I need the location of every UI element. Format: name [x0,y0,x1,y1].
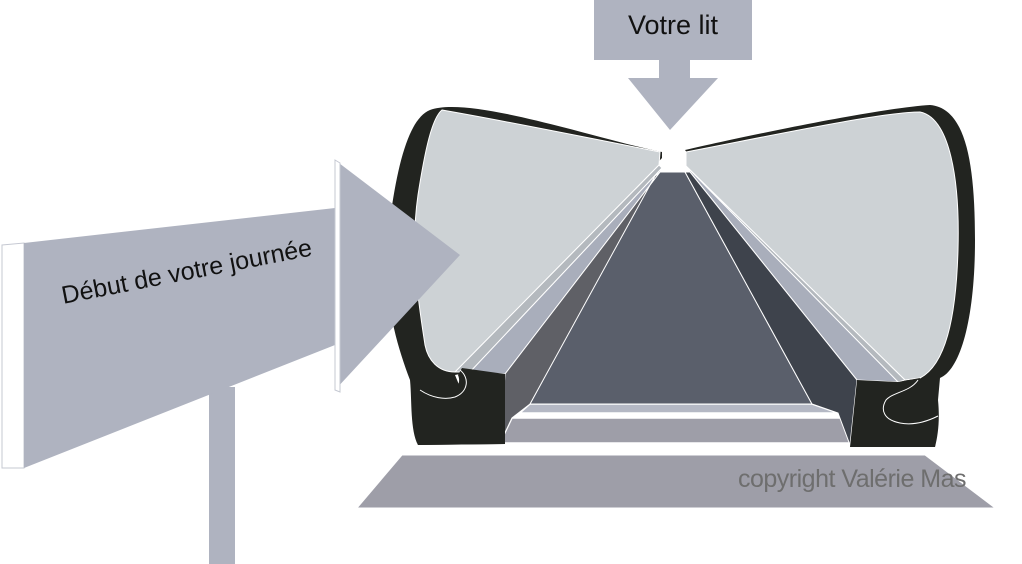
top-arrow-head [628,60,718,130]
left-arrow-side [1,242,25,469]
floor-step-lower [498,417,864,444]
top-arrow-label: Votre lit [627,10,719,40]
copyright-text: copyright Valérie Mas [738,465,967,493]
sign-post [209,387,235,564]
top-arrow-box [594,0,752,60]
right-balustrade-panel [685,111,959,381]
right-newel-block [850,378,938,447]
top-arrow [594,0,752,130]
left-arrow-sign [1,159,460,564]
left-newel-block [415,368,505,445]
left-arrow-tail-white [334,159,341,393]
left-arrow-body [24,160,460,468]
left-newel-curl [419,369,467,399]
floor-base [355,454,997,509]
right-side-face [684,171,858,446]
floor-step-upper [518,403,839,414]
left-balustrade-panel [414,109,661,373]
right-newel-curl [882,379,939,425]
